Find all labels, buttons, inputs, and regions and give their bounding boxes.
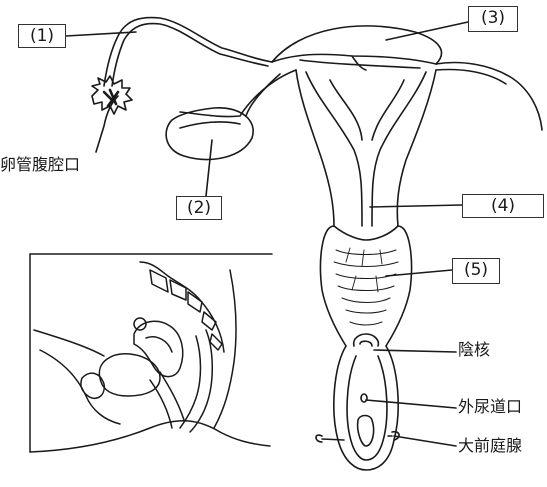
label-1-text: (1) xyxy=(30,26,54,46)
leader-bartholin xyxy=(394,436,456,446)
label-clitoris: 陰核 xyxy=(458,341,490,359)
vaginal-opening xyxy=(358,416,374,447)
leader-urethral xyxy=(366,400,456,408)
label-2-text: (2) xyxy=(187,198,211,218)
labia-inner xyxy=(347,356,387,460)
label-urethral-opening: 外尿道口 xyxy=(458,398,522,416)
label-4: (4) xyxy=(462,194,544,218)
label-4-text: (4) xyxy=(491,196,515,216)
leader-2 xyxy=(206,140,212,196)
label-3: (3) xyxy=(468,6,518,32)
sagittal-view xyxy=(30,254,272,452)
oviduct-left xyxy=(104,18,272,86)
leader-oviduct-opening xyxy=(96,96,118,152)
label-2: (2) xyxy=(176,196,222,220)
label-1: (1) xyxy=(18,24,66,48)
uterus-outline xyxy=(272,26,441,64)
leader-1 xyxy=(66,32,136,36)
label-3-text: (3) xyxy=(481,8,505,28)
uterus-right-wall xyxy=(397,70,436,226)
rectum xyxy=(190,330,212,432)
bladder xyxy=(99,354,160,396)
labia-outer xyxy=(334,346,398,470)
label-5-text: (5) xyxy=(464,260,488,280)
oviduct-right xyxy=(436,63,542,130)
uterus-left-wall xyxy=(296,70,334,226)
leader-4 xyxy=(370,205,462,207)
label-oviduct-opening: 卵管腹腔口 xyxy=(0,156,104,174)
label-5: (5) xyxy=(452,258,500,284)
clitoris-hood xyxy=(354,334,379,346)
leader-clitoris xyxy=(374,350,456,352)
vagina-left-wall xyxy=(321,226,347,346)
bartholin-left xyxy=(316,435,344,442)
leader-5 xyxy=(386,270,452,276)
vagina-right-wall xyxy=(386,226,412,346)
label-bartholin-gland: 大前庭腺 xyxy=(458,437,522,455)
